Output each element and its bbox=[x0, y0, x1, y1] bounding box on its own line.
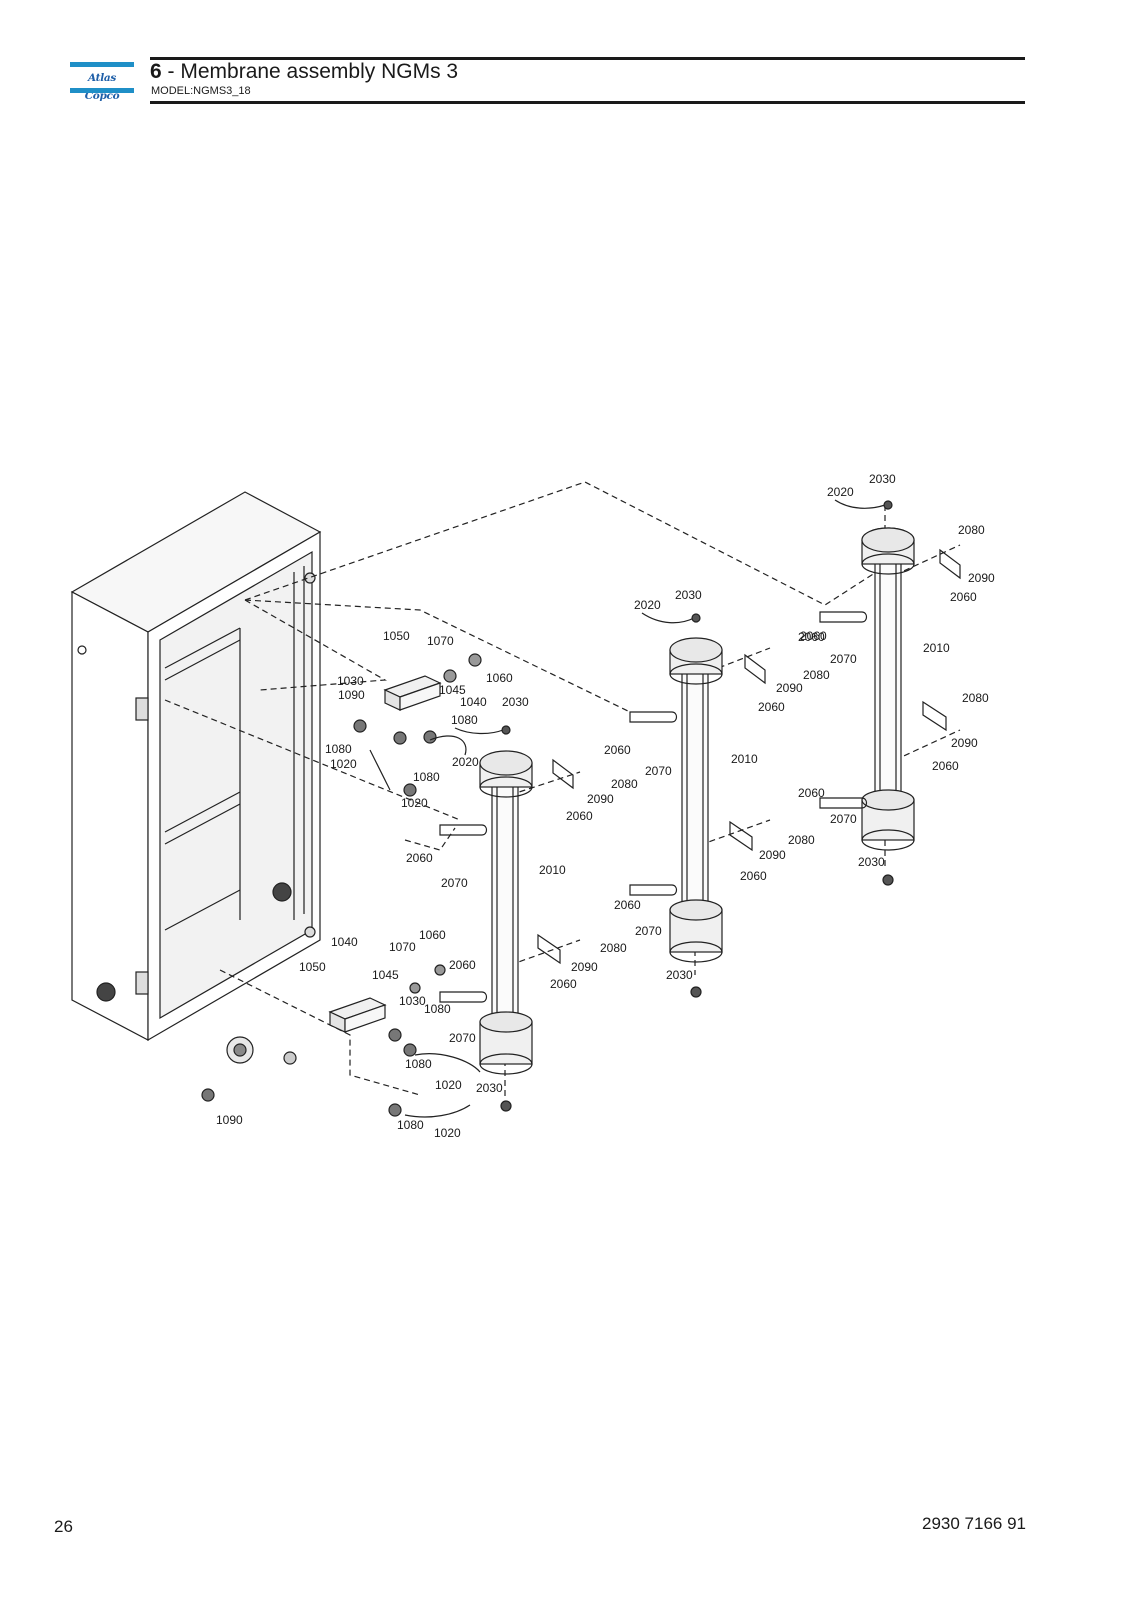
part-label: 2080 bbox=[803, 668, 830, 682]
part-label: 2060 bbox=[449, 958, 476, 972]
part-label: 2080 bbox=[958, 523, 985, 537]
part-label: 1030 bbox=[337, 674, 364, 688]
part-label: 2030 bbox=[666, 968, 693, 982]
part-label: 2080 bbox=[611, 777, 638, 791]
part-callouts: 2020 2030 2080 2090 2060 2010 2060 2070 … bbox=[216, 472, 995, 1140]
part-label: 1070 bbox=[389, 940, 416, 954]
part-label: 2060 bbox=[798, 786, 825, 800]
part-label: 1090 bbox=[338, 688, 365, 702]
part-label: 1040 bbox=[460, 695, 487, 709]
part-label: 2060 bbox=[950, 590, 977, 604]
part-label: 2090 bbox=[968, 571, 995, 585]
part-label: 1030 bbox=[399, 994, 426, 1008]
part-label: 2010 bbox=[731, 752, 758, 766]
part-label: 2090 bbox=[571, 960, 598, 974]
part-label: 1050 bbox=[299, 960, 326, 974]
part-label: 2080 bbox=[962, 691, 989, 705]
part-label: 1020 bbox=[435, 1078, 462, 1092]
part-label: 2070 bbox=[635, 924, 662, 938]
part-label: 1080 bbox=[451, 713, 478, 727]
part-label: 1045 bbox=[372, 968, 399, 982]
part-label: 2060 bbox=[740, 869, 767, 883]
part-label: 2030 bbox=[476, 1081, 503, 1095]
part-label: 2070 bbox=[449, 1031, 476, 1045]
logo-wordmark: Atlas Copco bbox=[84, 72, 120, 102]
part-label: 2070 bbox=[441, 876, 468, 890]
part-label: 1050 bbox=[383, 629, 410, 643]
section-title: - Membrane assembly NGMs 3 bbox=[161, 60, 459, 83]
part-label: 2020 bbox=[452, 755, 479, 769]
part-label: 2020 bbox=[634, 598, 661, 612]
part-label: 2010 bbox=[923, 641, 950, 655]
part-label: 1020 bbox=[401, 796, 428, 810]
part-label: 1060 bbox=[419, 928, 446, 942]
part-label: 2060 bbox=[614, 898, 641, 912]
part-label: 2060 bbox=[932, 759, 959, 773]
part-label: 2060 bbox=[758, 700, 785, 714]
part-label: 2090 bbox=[951, 736, 978, 750]
part-label: 2080 bbox=[600, 941, 627, 955]
document-number: 2930 7166 91 bbox=[922, 1514, 1026, 1533]
page-number: 26 bbox=[54, 1517, 73, 1536]
part-label: 2070 bbox=[830, 812, 857, 826]
logo-bar-bottom bbox=[70, 88, 134, 93]
part-label: 1080 bbox=[325, 742, 352, 756]
part-label: 1020 bbox=[434, 1126, 461, 1140]
part-label: 2090 bbox=[759, 848, 786, 862]
part-label: 2060 bbox=[550, 977, 577, 991]
part-label: 2080 bbox=[788, 833, 815, 847]
logo-bar-top bbox=[70, 62, 134, 67]
part-label: 1080 bbox=[405, 1057, 432, 1071]
manifolds-and-fittings bbox=[201, 653, 482, 1118]
part-label: 2030 bbox=[869, 472, 896, 486]
page-title: 6 - Membrane assembly NGMs 3 bbox=[150, 59, 458, 85]
membrane-module-middle bbox=[641, 612, 723, 998]
part-label: 1090 bbox=[216, 1113, 243, 1127]
part-label: 2020 bbox=[827, 485, 854, 499]
model-label: MODEL:NGMS3_18 bbox=[151, 85, 251, 97]
part-label: 2060 bbox=[604, 743, 631, 757]
cabinet-drawing bbox=[70, 491, 322, 1042]
membrane-module-right bbox=[834, 499, 915, 886]
header-rule-bottom bbox=[150, 101, 1025, 104]
part-label: 1060 bbox=[486, 671, 513, 685]
atlas-copco-logo: Atlas Copco bbox=[70, 62, 134, 102]
part-label: 2070 bbox=[645, 764, 672, 778]
header-rule-top bbox=[150, 57, 1025, 60]
mounting-brackets bbox=[439, 548, 961, 1003]
part-label: 2070 bbox=[830, 652, 857, 666]
part-label: 2060 bbox=[566, 809, 593, 823]
part-label: 1020 bbox=[330, 757, 357, 771]
part-label: 1080 bbox=[413, 770, 440, 784]
part-label: 2030 bbox=[858, 855, 885, 869]
part-label: 2090 bbox=[776, 681, 803, 695]
part-label: 1070 bbox=[427, 634, 454, 648]
assembly-guide-lines bbox=[164, 481, 961, 1100]
part-label: 2030 bbox=[502, 695, 529, 709]
part-label: 1080 bbox=[397, 1118, 424, 1132]
section-number: 6 bbox=[150, 60, 162, 83]
part-label: 1080 bbox=[424, 1002, 451, 1016]
part-label: 1040 bbox=[331, 935, 358, 949]
part-label: 1045 bbox=[439, 683, 466, 697]
membrane-module-left bbox=[454, 725, 533, 1112]
part-label: 2060 bbox=[798, 630, 825, 644]
part-label: 2010 bbox=[539, 863, 566, 877]
part-label: 2060 bbox=[800, 629, 827, 643]
part-label: 2030 bbox=[675, 588, 702, 602]
part-label: 2090 bbox=[587, 792, 614, 806]
part-label: 2060 bbox=[406, 851, 433, 865]
